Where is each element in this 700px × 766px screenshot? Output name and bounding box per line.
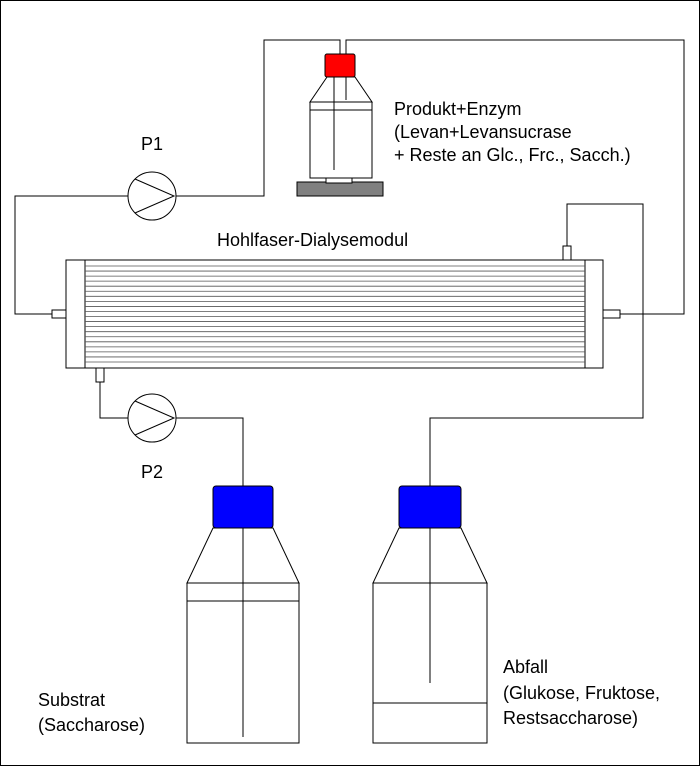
tube-module-to-p1 bbox=[14, 195, 128, 315]
tube-p1-to-product bbox=[176, 39, 341, 197]
product-stand bbox=[296, 181, 384, 197]
substrate-label-line1: Substrat bbox=[38, 690, 106, 710]
waste-cap bbox=[398, 485, 462, 529]
module-right-port bbox=[602, 309, 621, 319]
product-vessel bbox=[296, 53, 384, 197]
module-endcap-right bbox=[584, 259, 604, 369]
waste-label-line3: Restsaccharose) bbox=[503, 708, 639, 728]
tube-p2-to-substrate bbox=[176, 417, 244, 486]
waste-label-line2: (Glukose, Fruktose, bbox=[503, 683, 661, 703]
product-bottle-neck bbox=[309, 76, 373, 103]
product-label-line1: Produkt+Enzym bbox=[394, 99, 522, 119]
pump-p2-label: P2 bbox=[141, 462, 164, 482]
tube-product-return bbox=[345, 39, 685, 315]
pump-p2 bbox=[127, 393, 177, 443]
substrate-cap bbox=[212, 485, 274, 529]
module-bottom-port bbox=[95, 367, 105, 383]
dialysis-module bbox=[51, 245, 621, 383]
product-label-line3: + Reste an Glc., Frc., Sacch.) bbox=[394, 145, 631, 165]
module-left-port bbox=[51, 309, 67, 319]
product-cap bbox=[324, 53, 356, 78]
tube-module-to-waste bbox=[429, 203, 644, 486]
substrate-bottle bbox=[186, 485, 300, 744]
module-endcap-left bbox=[65, 259, 86, 369]
pump-p1-label: P1 bbox=[141, 134, 164, 154]
module-top-port bbox=[562, 245, 572, 261]
waste-bottle bbox=[372, 485, 488, 744]
tube-module-to-p2 bbox=[99, 382, 128, 419]
hollow-fibers bbox=[85, 265, 585, 363]
product-stand-foot bbox=[325, 177, 353, 184]
substrate-label-line2: (Saccharose) bbox=[38, 715, 146, 735]
waste-label-line1: Abfall bbox=[503, 657, 549, 677]
module-label: Hohlfaser-Dialysemodul bbox=[217, 230, 409, 250]
product-bottle-body bbox=[309, 101, 373, 179]
pump-p1 bbox=[127, 171, 177, 221]
module-body bbox=[65, 259, 604, 369]
product-label-line2: (Levan+Levansucrase bbox=[394, 122, 572, 142]
